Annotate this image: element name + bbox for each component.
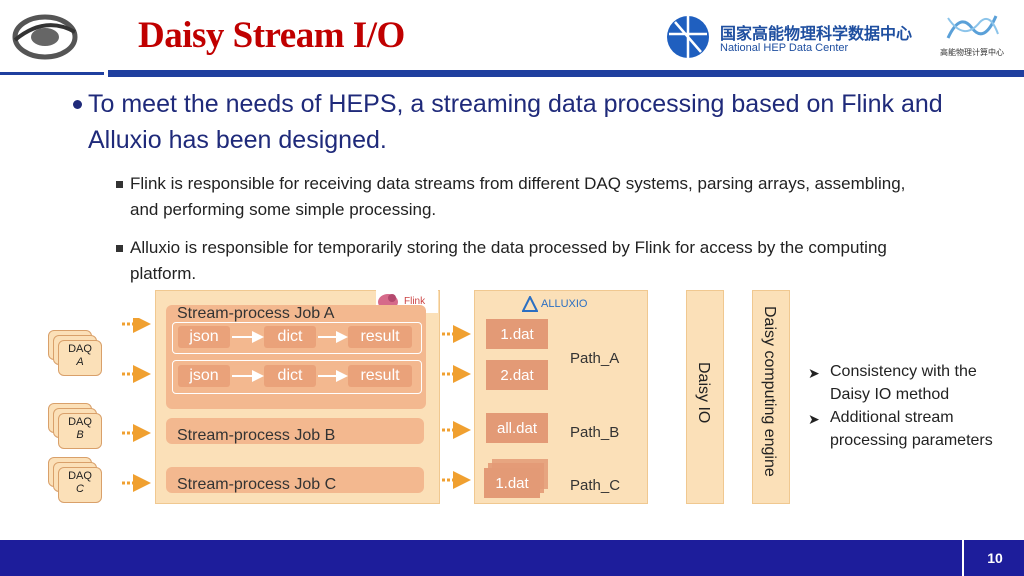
- page-title: Daisy Stream I/O: [138, 15, 405, 56]
- flink-to-alluxio-arrows: [442, 325, 471, 489]
- main-bullet: To meet the needs of HEPS, a streaming d…: [88, 90, 943, 154]
- bullet-dot-icon: [73, 100, 82, 109]
- header-rule: [108, 70, 1024, 77]
- chip-result: result: [348, 365, 412, 387]
- computing-center-logo-text: 高能物理计算中心: [940, 48, 1004, 57]
- daisy-io-box: [686, 290, 724, 504]
- file-1-dat: 1.dat: [486, 319, 548, 349]
- ihep-logo: [10, 10, 80, 62]
- note-parameters: Additional stream processing parameters: [830, 409, 993, 449]
- header-rule-left: [0, 72, 104, 75]
- file-all-dat: all.dat: [486, 413, 548, 443]
- chip-json: json: [178, 365, 230, 387]
- job-b: [166, 418, 424, 444]
- chip-result: result: [348, 326, 412, 348]
- path-a: Path_A: [570, 350, 620, 367]
- alluxio-logo: ALLUXIO: [522, 296, 587, 312]
- page-number: 10: [962, 540, 1024, 576]
- file-stack-c: 1.dat: [482, 459, 552, 501]
- sub-bullet-flink: Flink is responsible for receiving data …: [130, 174, 906, 219]
- alluxio-icon: [522, 296, 538, 312]
- arrow-bullet-icon: ➤: [808, 411, 820, 427]
- nhepdc-logo-icon: [665, 14, 711, 60]
- note-consistency: Consistency with the Daisy IO method: [830, 363, 977, 403]
- arrow-bullet-icon: ➤: [808, 365, 820, 381]
- square-bullet-icon: [116, 245, 123, 252]
- footer-bar: [0, 540, 1024, 576]
- nhepdc-name-cn: 国家高能物理科学数据中心: [720, 26, 913, 43]
- daisy-engine-box: [752, 290, 790, 504]
- chip-json: json: [178, 326, 230, 348]
- nhepdc-name-en: National HEP Data Center: [720, 42, 849, 54]
- daisy-engine-label: Daisy computing engine: [761, 306, 778, 477]
- job-c: [166, 467, 424, 493]
- computing-center-logo-icon: [940, 8, 1004, 48]
- job-b-label: Stream-process Job B: [177, 427, 336, 444]
- daq-to-flink-arrows: [122, 318, 151, 492]
- chip-dict: dict: [264, 326, 316, 348]
- file-2-dat: 2.dat: [486, 360, 548, 390]
- job-c-label: Stream-process Job C: [177, 476, 337, 493]
- path-b: Path_B: [570, 424, 620, 441]
- job-a-label: Stream-process Job A: [177, 305, 335, 322]
- square-bullet-icon: [116, 181, 123, 188]
- daisy-io-label: Daisy IO: [695, 362, 712, 424]
- path-c: Path_C: [570, 477, 621, 494]
- sub-bullet-alluxio: Alluxio is responsible for temporarily s…: [130, 238, 887, 283]
- chip-dict: dict: [264, 365, 316, 387]
- file-1-dat-c: 1.dat: [484, 468, 540, 498]
- chip-arrows: [232, 331, 348, 382]
